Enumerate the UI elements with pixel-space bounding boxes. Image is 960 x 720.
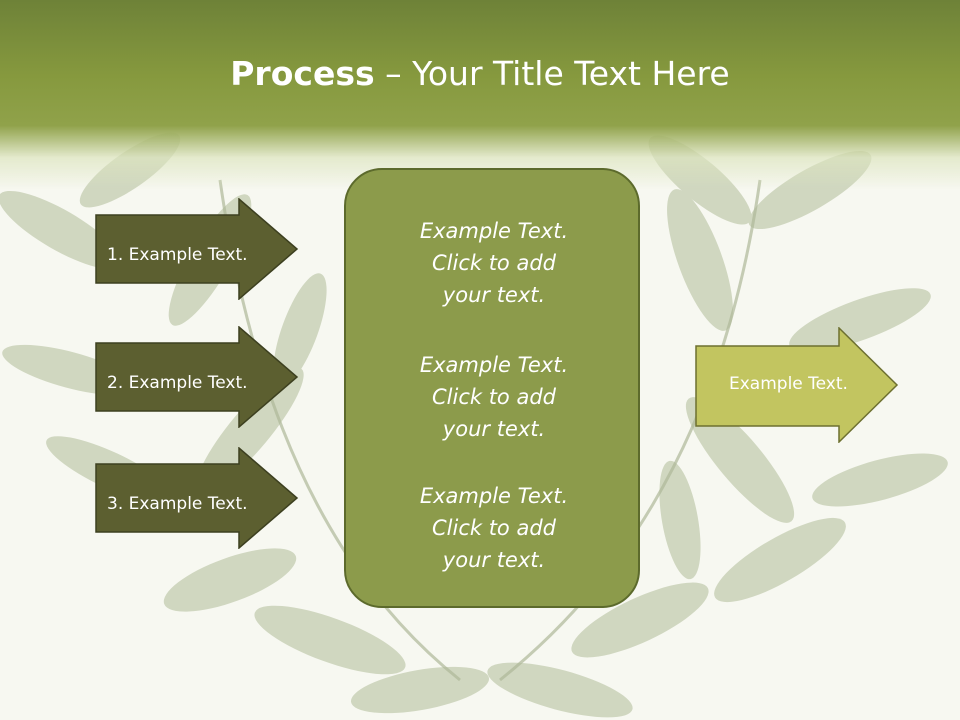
step-arrow-3[interactable]: 3. Example Text. — [95, 447, 299, 549]
step-label-3: 3. Example Text. — [107, 494, 248, 514]
right-arrow-icon — [95, 326, 299, 428]
center-text-block-3[interactable]: Example Text. Click to add your text. — [346, 480, 642, 576]
title-banner — [0, 0, 960, 190]
right-arrow-icon — [695, 327, 899, 443]
center-block-1-line-2: Click to add — [431, 251, 556, 275]
center-text-block-2[interactable]: Example Text. Click to add your text. — [346, 349, 642, 445]
center-block-1-line-1: Example Text. — [419, 219, 569, 243]
slide-title: Process – Your Title Text Here — [0, 52, 960, 96]
center-block-3-line-1: Example Text. — [419, 484, 569, 508]
step-arrow-2[interactable]: 2. Example Text. — [95, 326, 299, 428]
step-arrow-1[interactable]: 1. Example Text. — [95, 198, 299, 300]
center-text-block-1[interactable]: Example Text. Click to add your text. — [346, 215, 642, 311]
step-label-2: 2. Example Text. — [107, 373, 248, 393]
title-bold: Process — [230, 54, 375, 93]
center-block-2-line-1: Example Text. — [419, 353, 569, 377]
center-content-box[interactable]: Example Text. Click to add your text. Ex… — [344, 168, 640, 608]
result-arrow[interactable]: Example Text. — [695, 327, 899, 443]
center-block-2-line-3: your text. — [442, 417, 546, 441]
center-block-1-line-3: your text. — [442, 283, 546, 307]
step-label-1: 1. Example Text. — [107, 245, 248, 265]
result-label: Example Text. — [729, 374, 848, 394]
center-block-3-line-2: Click to add — [431, 516, 556, 540]
title-rest: – Your Title Text Here — [374, 54, 730, 93]
right-arrow-icon — [95, 198, 299, 300]
center-block-3-line-3: your text. — [442, 548, 546, 572]
center-block-2-line-2: Click to add — [431, 385, 556, 409]
right-arrow-icon — [95, 447, 299, 549]
